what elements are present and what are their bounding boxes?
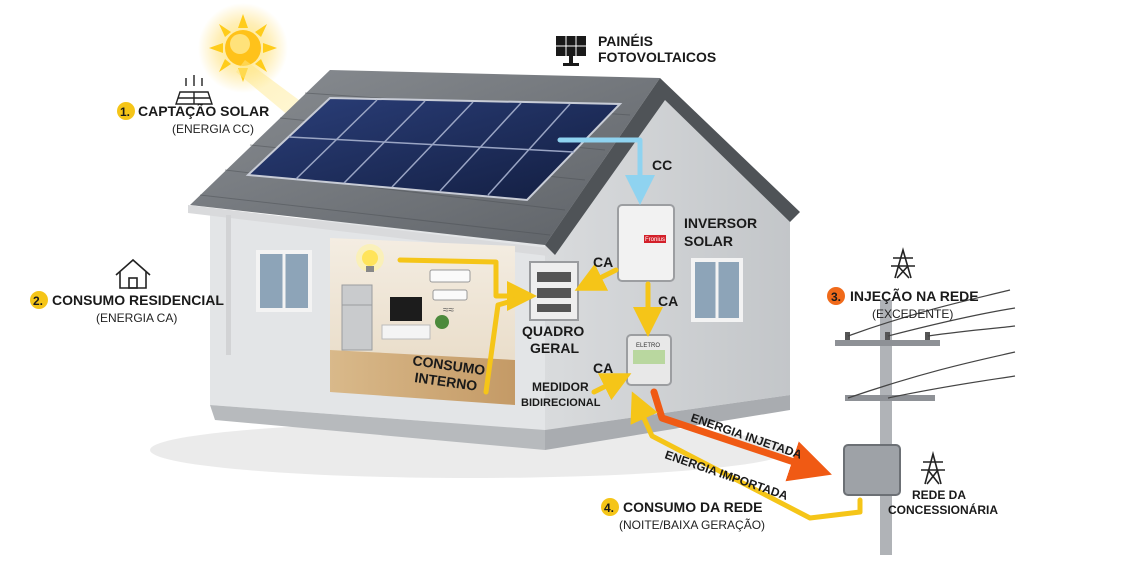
ca-label-quadro: CA bbox=[593, 254, 613, 270]
house: ≈≈ bbox=[188, 70, 800, 450]
ac-flow-quadro bbox=[574, 263, 619, 291]
medidor-label-line2: BIDIRECIONAL bbox=[521, 397, 601, 409]
cc-label: CC bbox=[652, 157, 672, 173]
paineis-label-line1: PAINÉIS bbox=[598, 33, 653, 49]
consumo-title: CONSUMO RESIDENCIAL bbox=[52, 292, 224, 308]
house-icon bbox=[115, 258, 151, 289]
dc-flow bbox=[557, 137, 655, 205]
ca-label-meter: CA bbox=[658, 293, 678, 309]
badge-4 bbox=[601, 498, 619, 516]
concessionaria-label-line2: CONCESSIONÁRIA bbox=[888, 502, 998, 517]
rede-title: CONSUMO DA REDE bbox=[623, 499, 763, 515]
badge-1 bbox=[117, 102, 135, 120]
consumo-number: 2. bbox=[33, 294, 43, 308]
quadro-label-line2: GERAL bbox=[530, 340, 579, 356]
medidor-label-line1: MEDIDOR bbox=[532, 380, 589, 394]
inverter-brand: Fronius bbox=[645, 237, 665, 243]
paineis-label-line2: FOTOVOLTAICOS bbox=[598, 49, 716, 65]
rede-number: 4. bbox=[604, 501, 614, 515]
inversor-label-line1: INVERSOR bbox=[684, 215, 757, 231]
meter-brand: ELETRO bbox=[636, 343, 660, 349]
injecao-subtitle: (EXCEDENTE) bbox=[872, 307, 953, 321]
bidirectional-meter: ELETRO bbox=[626, 334, 672, 386]
imported-flow bbox=[630, 391, 863, 521]
consumo-subtitle: (ENERGIA CA) bbox=[96, 311, 177, 325]
transformer bbox=[843, 444, 901, 496]
injecao-title: INJEÇÃO NA REDE bbox=[850, 287, 979, 304]
badge-2 bbox=[30, 291, 48, 309]
living-room-cutaway: ≈≈ bbox=[330, 238, 515, 405]
ac-flow-entrada bbox=[591, 373, 632, 401]
svg-text:≈≈: ≈≈ bbox=[443, 305, 454, 316]
concessionaria-label-line1: REDE DA bbox=[912, 488, 966, 502]
captacao-subtitle: (ENERGIA CC) bbox=[172, 122, 254, 136]
badge-3 bbox=[827, 287, 845, 305]
sun-icon bbox=[198, 3, 288, 93]
ac-flow-internal bbox=[397, 257, 537, 311]
inversor-label-line2: SOLAR bbox=[684, 233, 733, 249]
energy-flows bbox=[397, 137, 863, 521]
solar-panels bbox=[245, 96, 623, 202]
breaker-panel bbox=[529, 261, 579, 321]
solar-panel-icon bbox=[556, 36, 586, 66]
captacao-title: CAPTAÇÃO SOLAR bbox=[138, 102, 269, 119]
solar-panel-sun-icon bbox=[175, 75, 213, 105]
transmission-tower-icon bbox=[891, 247, 915, 279]
transmission-tower-icon bbox=[921, 450, 945, 485]
solar-inverter: Fronius bbox=[617, 204, 675, 282]
quadro-label-line1: QUADRO bbox=[522, 323, 584, 339]
ca-label-entrada: CA bbox=[593, 360, 613, 376]
injecao-number: 3. bbox=[831, 290, 841, 304]
lightbulb-icon bbox=[356, 244, 384, 272]
utility-pole bbox=[835, 289, 1016, 555]
rede-subtitle: (NOITE/BAIXA GERAÇÃO) bbox=[619, 518, 765, 532]
captacao-number: 1. bbox=[120, 105, 130, 119]
